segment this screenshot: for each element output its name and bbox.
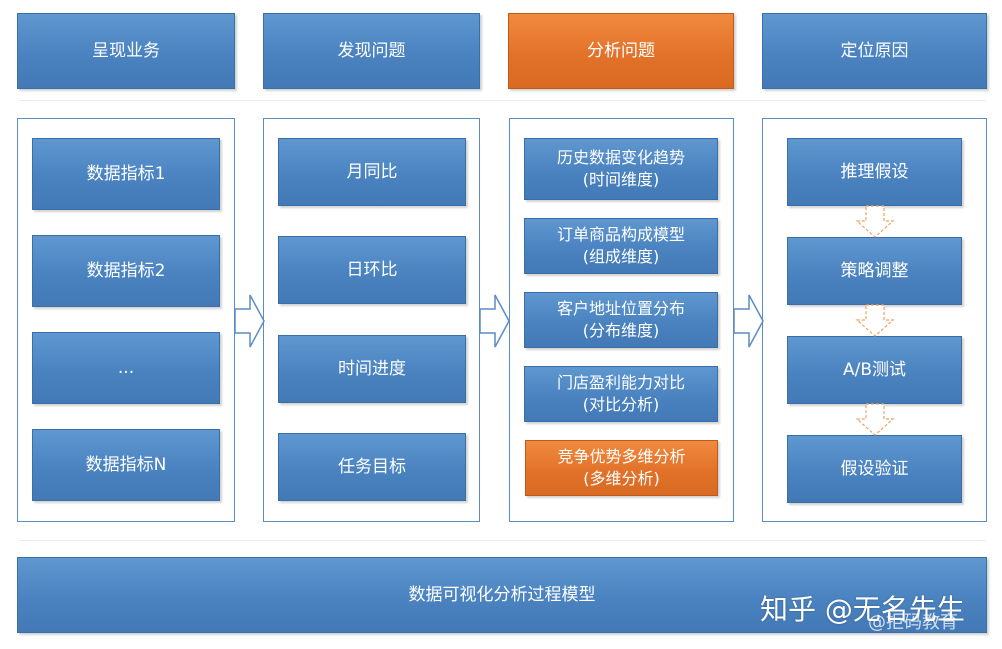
analysis-dimension: (多维分析) — [583, 469, 660, 488]
analysis-box: 订单商品构成模型 (组成维度) — [524, 218, 718, 274]
analysis-title: 客户地址位置分布 — [556, 299, 685, 318]
analysis-box: 客户地址位置分布 (分布维度) — [524, 292, 718, 348]
watermark-sub: @拒码教育 — [868, 612, 958, 633]
metric-box: 数据指标N — [32, 429, 220, 501]
analysis-title: 门店盈利能力对比 — [556, 373, 685, 392]
metric-box: ... — [32, 332, 220, 404]
header-analyze-problem: 分析问题 — [508, 13, 734, 89]
header-present-business: 呈现业务 — [17, 13, 235, 89]
down-arrow-icon — [855, 403, 895, 436]
header-find-problem: 发现问题 — [263, 13, 480, 89]
watermark: 知乎 @无名先生 — [760, 593, 965, 626]
problem-box: 任务目标 — [278, 433, 466, 501]
analysis-title: 历史数据变化趋势 — [556, 148, 685, 167]
right-arrow-icon — [733, 294, 764, 348]
cause-box: 假设验证 — [787, 435, 962, 503]
down-arrow-icon — [855, 205, 895, 238]
right-arrow-icon — [479, 294, 510, 348]
metric-box: 数据指标2 — [32, 235, 220, 307]
analysis-title: 竞争优势多维分析 — [557, 447, 686, 466]
problem-box: 日环比 — [278, 236, 466, 304]
down-arrow-icon — [855, 304, 895, 337]
analysis-box: 门店盈利能力对比 (对比分析) — [524, 366, 718, 422]
analysis-title: 订单商品构成模型 — [556, 225, 685, 244]
cause-box: 策略调整 — [787, 237, 962, 305]
right-arrow-icon — [234, 294, 265, 348]
analysis-dimension: (对比分析) — [582, 395, 660, 414]
analysis-dimension: (分布维度) — [582, 321, 660, 340]
footer-title: 数据可视化分析过程模型 — [17, 557, 987, 633]
problem-box: 月同比 — [278, 138, 466, 206]
analysis-box: 历史数据变化趋势 (时间维度) — [524, 138, 718, 200]
analysis-box-highlight: 竞争优势多维分析 (多维分析) — [525, 440, 718, 496]
divider-line — [18, 100, 986, 101]
header-locate-cause: 定位原因 — [762, 13, 987, 89]
cause-box: A/B测试 — [787, 336, 962, 404]
cause-box: 推理假设 — [787, 138, 962, 206]
analysis-dimension: (组成维度) — [582, 247, 660, 266]
metric-box: 数据指标1 — [32, 138, 220, 210]
problem-box: 时间进度 — [278, 335, 466, 403]
divider-line — [18, 540, 986, 541]
analysis-dimension: (时间维度) — [582, 170, 660, 189]
